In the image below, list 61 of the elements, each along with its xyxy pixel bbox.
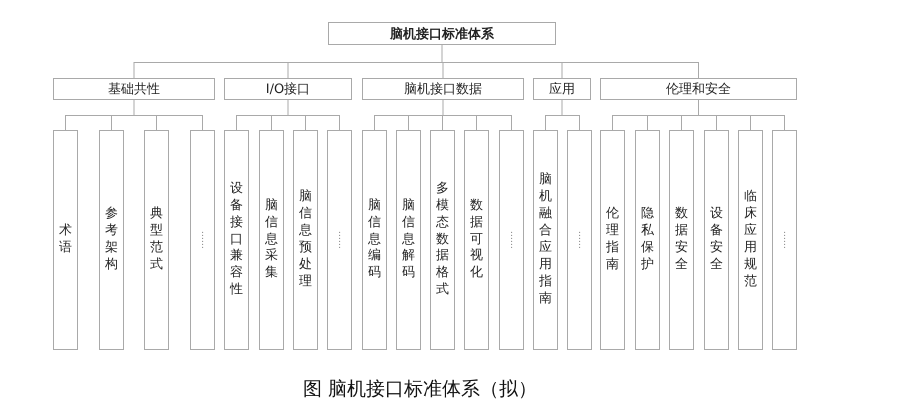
standard-box: [430, 130, 455, 350]
standard-box: [499, 130, 524, 350]
root-box: [328, 22, 556, 45]
ellipsis-text: ……: [197, 231, 208, 249]
ellipsis-text: ……: [574, 231, 586, 249]
connector-line: [562, 100, 580, 130]
standard-box: [224, 130, 249, 350]
box-label: 脑机接口数据: [404, 81, 482, 98]
standard-box: [327, 130, 352, 350]
box-label: 脑信息编码: [368, 198, 381, 282]
box-label: 参考架构: [105, 206, 118, 274]
connector-line: [698, 100, 785, 130]
box-label: 应用: [549, 81, 575, 98]
standard-box: [53, 130, 78, 350]
standard-box: [464, 130, 489, 350]
standard-box: [190, 130, 215, 350]
box-label: 数据可视化: [470, 198, 483, 282]
box-label: 设备接口兼容性: [230, 180, 243, 300]
category-box: [53, 78, 215, 100]
box-label: 设备安全: [710, 206, 723, 274]
standard-box: [293, 130, 318, 350]
box-label: 临床应用规范: [744, 189, 757, 291]
standard-box: [704, 130, 729, 350]
box-label: I/O接口: [266, 81, 310, 98]
figure-caption: 图 脑机接口标准体系（拟）: [302, 377, 538, 402]
box-label: 伦理和安全: [666, 81, 731, 98]
ellipsis-text: ……: [779, 231, 790, 249]
connector-line: [442, 100, 512, 130]
standard-box: [738, 130, 763, 350]
connector-line: [288, 100, 340, 130]
box-label: 脑机接口标准体系: [390, 26, 494, 42]
standard-box: [259, 130, 284, 350]
box-label: 术语: [59, 223, 72, 257]
standard-box: [362, 130, 387, 350]
box-label: 多模态数据格式: [436, 180, 449, 300]
standard-box: [99, 130, 124, 350]
standard-box: [669, 130, 694, 350]
box-label: 伦理指南: [606, 206, 619, 274]
box-label: 脑机融合应用指南: [539, 172, 552, 308]
connector-line: [442, 44, 699, 78]
standard-box: [600, 130, 625, 350]
box-label: 隐私保护: [641, 206, 654, 274]
standard-box: [772, 130, 797, 350]
standard-box: [635, 130, 660, 350]
category-box: [224, 78, 352, 100]
category-box: [533, 78, 591, 100]
box-label: 脑信息采集: [265, 198, 278, 282]
connector-line: [134, 100, 203, 130]
box-label: 脑信息解码: [402, 198, 415, 282]
ellipsis-text: ……: [506, 231, 518, 249]
standard-box: [144, 130, 169, 350]
box-label: 典型范式: [150, 206, 163, 274]
box-label: 脑信息预处理: [299, 189, 312, 291]
category-box: [600, 78, 797, 100]
standard-box: [567, 130, 592, 350]
category-box: [362, 78, 524, 100]
box-label: 基础共性: [108, 81, 160, 98]
standard-box: [396, 130, 421, 350]
box-label: 数据安全: [675, 206, 688, 274]
standard-box: [533, 130, 558, 350]
ellipsis-text: ……: [334, 231, 346, 249]
